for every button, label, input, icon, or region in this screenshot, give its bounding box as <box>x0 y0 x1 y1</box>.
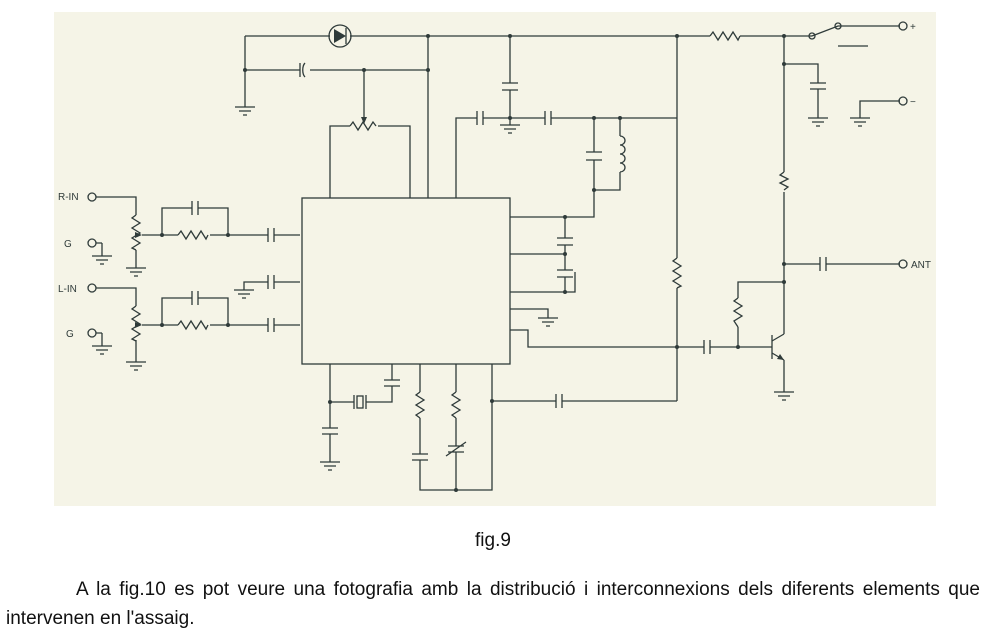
circuit-schematic: R-IN G L-IN G + − ANT <box>54 12 936 506</box>
capacitors <box>191 62 827 461</box>
label-ant: ANT <box>911 260 931 271</box>
figure-caption: fig.9 <box>475 530 511 551</box>
label-ground-top: G <box>64 239 72 250</box>
ground-symbols <box>92 106 870 471</box>
schematic-background <box>54 12 936 506</box>
integrated-circuit <box>301 197 511 365</box>
label-minus: − <box>910 97 916 108</box>
diode-symbol <box>328 24 352 48</box>
wires <box>96 25 900 491</box>
resistors <box>130 30 790 419</box>
label-l-in: L-IN <box>58 284 77 295</box>
body-paragraph: A la fig.10 es pot veure una fotografia … <box>6 579 980 629</box>
label-r-in: R-IN <box>58 192 79 203</box>
label-plus: + <box>910 22 916 33</box>
inductor-coil <box>619 135 626 173</box>
junction-dots <box>160 34 786 492</box>
output-transistor <box>760 333 785 361</box>
label-ground-bottom: G <box>66 329 74 340</box>
crystal-oscillator <box>353 395 367 409</box>
terminals <box>87 21 908 338</box>
